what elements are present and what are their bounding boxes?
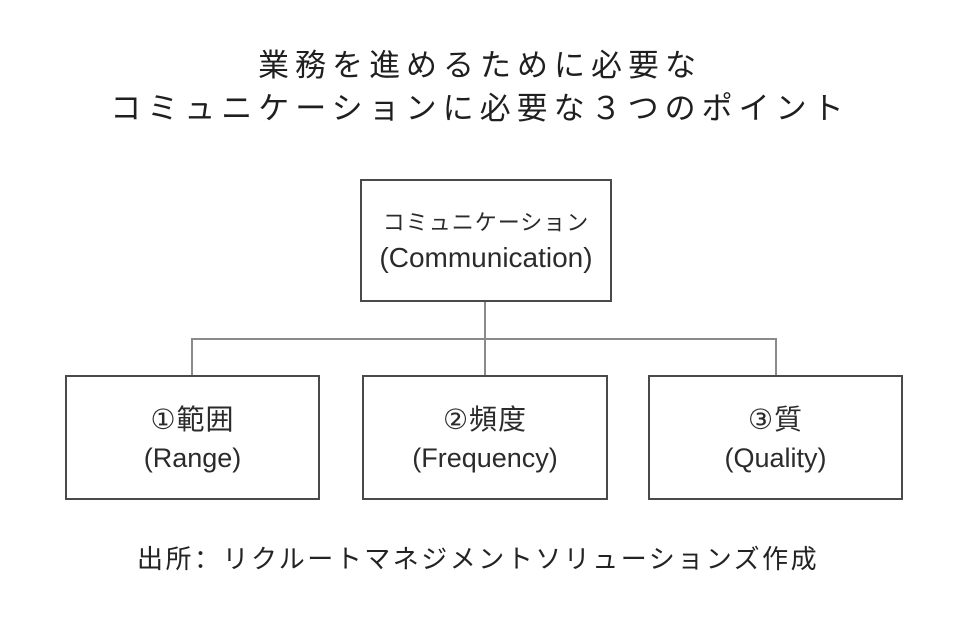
node-frequency: ②頻度 (Frequency) <box>362 375 608 500</box>
diagram-title-line-1: 業務を進めるために必要な <box>258 48 702 83</box>
diagram-title-line-2: コミュニケーションに必要な３つのポイント <box>110 91 850 126</box>
connector-stub-frequency <box>484 338 486 376</box>
source-caption: 出所：リクルートマネジメントソリューションズ作成 <box>137 544 820 574</box>
node-frequency-label-ja: ②頻度 <box>442 403 528 435</box>
node-communication-label-ja: コミュニケーション <box>382 209 590 235</box>
node-communication: コミュニケーション (Communication) <box>360 179 612 302</box>
node-range-label-en: (Range) <box>143 442 242 473</box>
node-quality: ③質 (Quality) <box>648 375 903 500</box>
diagram-title: 業務を進めるために必要な コミュニケーションに必要な３つのポイント <box>0 44 960 130</box>
node-communication-label-en: (Communication) <box>379 241 593 273</box>
node-quality-label-ja: ③質 <box>747 403 804 435</box>
connector-stub-quality <box>775 338 777 376</box>
node-range-label-ja: ①範囲 <box>150 403 235 435</box>
node-quality-label-en: (Quality) <box>724 442 827 473</box>
connector-root-vertical <box>484 301 486 339</box>
node-frequency-label-en: (Frequency) <box>412 442 558 473</box>
connector-stub-range <box>191 338 193 376</box>
node-range: ①範囲 (Range) <box>65 375 320 500</box>
